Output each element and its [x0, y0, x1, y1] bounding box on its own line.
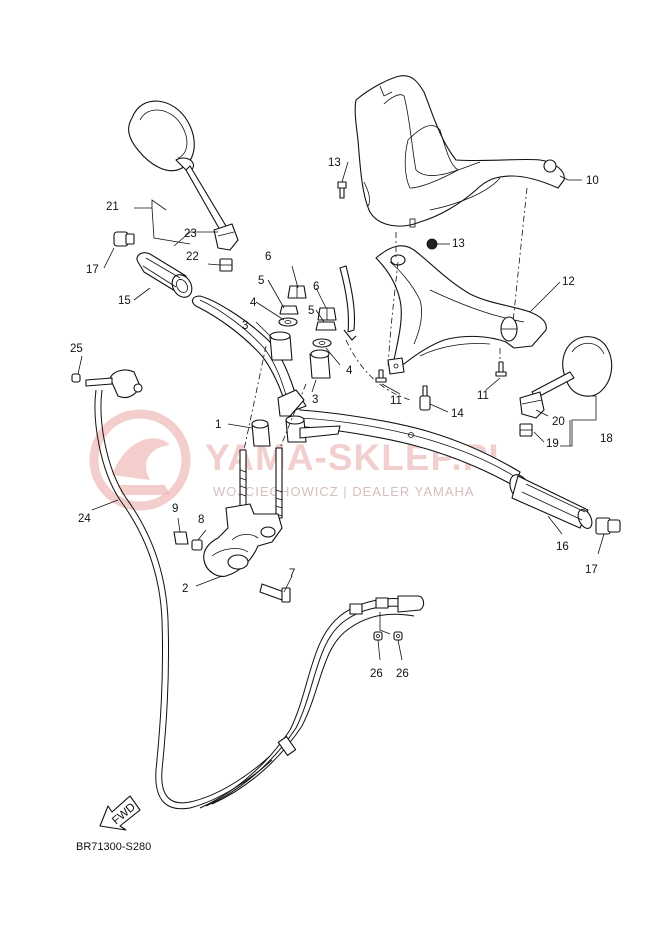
- clip-nut: [387, 357, 405, 375]
- callout-6-left: 6: [265, 251, 271, 263]
- screw-13-mid: [426, 238, 438, 250]
- nut-left: [279, 305, 299, 315]
- right-grip: [509, 474, 593, 529]
- callout-20: 20: [552, 416, 565, 428]
- callout-1: 1: [215, 419, 221, 431]
- cover-side-bracket: [339, 265, 357, 341]
- callout-11-left: 11: [390, 395, 402, 407]
- callout-14: 14: [451, 408, 464, 420]
- callout-24: 24: [78, 513, 91, 525]
- callout-18: 18: [600, 433, 613, 445]
- callout-3-right: 3: [312, 394, 318, 406]
- bolt-left: [239, 449, 247, 509]
- callout-15: 15: [118, 295, 131, 307]
- right-end-weight: [595, 517, 621, 535]
- screw-25: [71, 373, 81, 383]
- callout-8: 8: [198, 514, 204, 526]
- centre-line-bolts-left: [243, 345, 267, 451]
- callout-17-left: 17: [86, 264, 99, 276]
- callout-9: 9: [172, 503, 178, 515]
- forward-arrow: FWD: [99, 795, 141, 831]
- callout-19: 19: [546, 438, 559, 450]
- left-mirror: [128, 100, 239, 251]
- cover-stay: [277, 389, 305, 417]
- left-end-weight: [113, 231, 135, 247]
- nut-8: [191, 539, 203, 551]
- upper-handle-cover: [354, 75, 565, 228]
- callout-6-right: 6: [313, 281, 319, 293]
- centre-line-cover-c: [345, 339, 411, 401]
- diagram-code: BR71300-S280: [76, 841, 151, 853]
- brake-cables: [199, 595, 425, 809]
- callout-21: 21: [106, 201, 119, 213]
- callout-5-right: 5: [308, 305, 314, 317]
- callout-5-left: 5: [258, 275, 264, 287]
- callout-17-right: 17: [585, 564, 598, 576]
- screw-11-right: [495, 361, 507, 377]
- right-mirror: [519, 336, 613, 419]
- lower-handle-cover: [375, 245, 547, 365]
- callout-4-left: 4: [250, 297, 257, 309]
- screw-11-left: [375, 369, 387, 383]
- lower-holder-left: [251, 419, 271, 447]
- screw-13-top: [337, 181, 347, 199]
- callout-13-top: 13: [328, 157, 341, 169]
- callout-3-left: 3: [242, 320, 248, 332]
- callout-labels: 1 2 3 3 4 4 5 5 6 6 7 8 9 10 11 11 12 13…: [70, 157, 613, 680]
- callout-16: 16: [556, 541, 569, 553]
- bolt-7: [259, 583, 291, 603]
- cap-nut-left: [287, 285, 307, 299]
- mirror-nut-right: [519, 423, 533, 437]
- callout-10: 10: [586, 175, 599, 187]
- centre-line-cover-12: [512, 187, 528, 323]
- watermark-logo: [89, 409, 191, 511]
- holder-bracket: [203, 503, 283, 577]
- washer-right: [312, 338, 332, 348]
- callout-12: 12: [562, 276, 575, 288]
- centre-line-bolts-right: [279, 383, 307, 449]
- leader-lines: [77, 161, 605, 661]
- left-grip: [136, 252, 193, 298]
- callout-4-right: 4: [346, 365, 353, 377]
- nut-right: [315, 321, 337, 331]
- callout-22: 22: [186, 251, 199, 263]
- callout-26-right: 26: [396, 668, 409, 680]
- nut-9: [173, 531, 189, 545]
- watermark-sub: WOJCIECHOWICZ | DEALER YAMAHA: [213, 484, 475, 499]
- upper-holder-left: [269, 331, 293, 361]
- callout-11-right: 11: [477, 390, 489, 402]
- throttle-cable-24: [85, 369, 273, 810]
- washer-left: [278, 317, 298, 327]
- callout-7: 7: [289, 568, 295, 580]
- callout-26-left: 26: [370, 668, 383, 680]
- bolt-right: [275, 447, 283, 519]
- callout-25: 25: [70, 343, 83, 355]
- bolt-14: [419, 385, 431, 411]
- callout-13-mid: 13: [452, 238, 465, 250]
- cap-nut-right: [317, 307, 337, 321]
- upper-holder-right: [309, 349, 331, 379]
- mirror-nut-left: [219, 258, 233, 272]
- centre-line-cover-b: [387, 261, 399, 369]
- callout-2: 2: [182, 583, 188, 595]
- callout-23: 23: [184, 228, 197, 240]
